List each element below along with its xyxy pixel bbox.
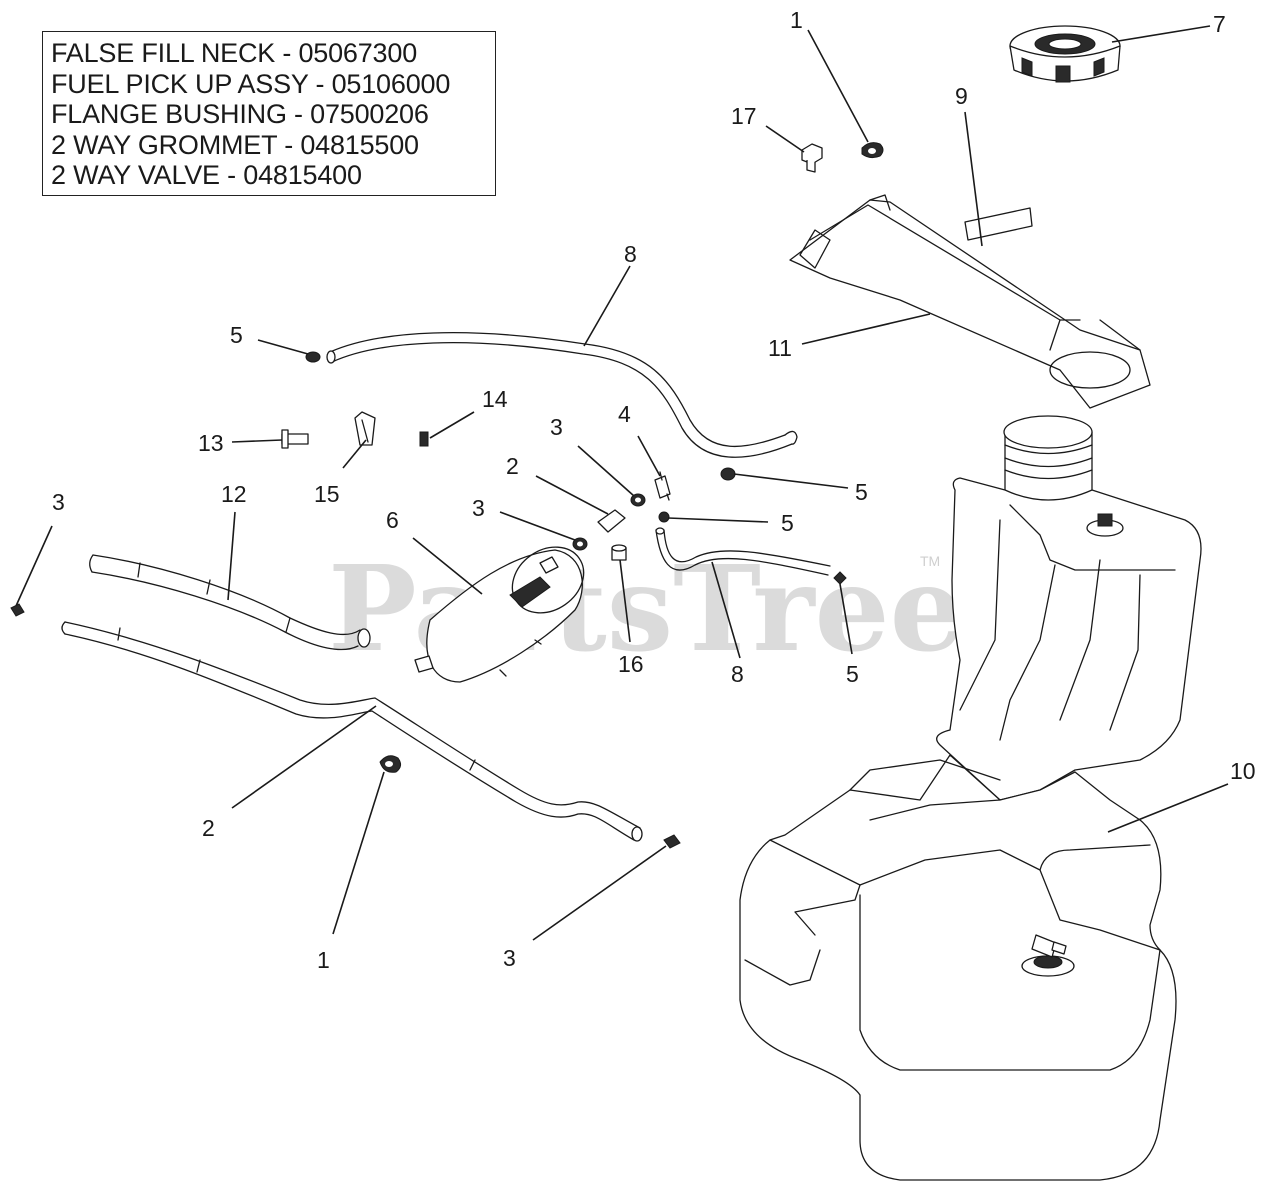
callout-3-b: 3	[472, 495, 485, 521]
fuel-line-part-2	[61, 621, 643, 842]
watermark-trademark: TM	[920, 553, 940, 569]
callout-10: 10	[1230, 758, 1256, 784]
callout-8-top: 8	[624, 241, 637, 267]
leader-2-b	[231, 705, 377, 809]
leader-16	[619, 559, 631, 643]
hose-clamp-part-a	[305, 351, 321, 363]
callout-5-a: 5	[230, 322, 243, 348]
leader-11	[801, 313, 931, 345]
callout-5-b: 5	[855, 479, 868, 505]
callout-2-a: 2	[506, 453, 519, 479]
hose-clamp-part-c	[658, 511, 670, 523]
hose-clamp-part-3bottom	[663, 834, 681, 849]
callout-2-b: 2	[202, 815, 215, 841]
callout-3-left: 3	[52, 489, 65, 515]
callout-8-mid: 8	[731, 661, 744, 687]
two-way-valve-part	[654, 471, 671, 501]
hose-clamp-part-3b	[572, 537, 588, 551]
leader-4	[637, 435, 661, 477]
callout-15: 15	[314, 481, 340, 507]
legend-line-2-way-grommet: 2 WAY GROMMET - 04815500	[51, 129, 419, 160]
leader-13	[231, 439, 283, 443]
leader-6	[412, 537, 483, 595]
fuel-tank-part	[739, 415, 1202, 1181]
fuel-line-part-12	[89, 554, 371, 651]
leader-5-d	[839, 583, 853, 655]
callout-3-a: 3	[550, 414, 563, 440]
callout-14: 14	[482, 386, 508, 412]
callout-16: 16	[618, 651, 644, 677]
callout-3-bottom: 3	[503, 945, 516, 971]
leader-7	[1111, 25, 1211, 43]
callout-12: 12	[221, 481, 247, 507]
legend-line-false-fill-neck: FALSE FILL NECK - 05067300	[51, 38, 418, 68]
leader-3-left	[15, 525, 53, 607]
part-number-legend: FALSE FILL NECK - 05067300 FUEL PICK UP …	[42, 31, 496, 196]
leader-5-b	[733, 473, 849, 489]
hose-clamp-part-b	[720, 467, 736, 481]
pin-part	[281, 429, 309, 449]
tank-bracket-part	[789, 194, 1151, 409]
leader-3-b	[499, 511, 576, 541]
hose-clamp-part-3a	[630, 493, 646, 507]
leader-lines	[15, 25, 1229, 941]
pad-part	[964, 207, 1033, 241]
legend-line-fuel-pick-up-assy: FUEL PICK UP ASSY - 05106000	[51, 68, 451, 99]
fuel-hose-part-mid	[655, 527, 831, 576]
callout-4: 4	[618, 401, 631, 427]
callout-6: 6	[386, 507, 399, 533]
nut-part	[419, 431, 429, 447]
callout-13: 13	[198, 430, 224, 456]
hose-clip-part-bottom	[379, 755, 402, 773]
hose-clip-part-top	[861, 142, 884, 159]
callout-1-top: 1	[790, 7, 803, 33]
legend-line-flange-bushing: FLANGE BUSHING - 07500206	[51, 99, 429, 129]
leader-1-top	[807, 29, 869, 143]
legend-line-2-way-valve: 2 WAY VALVE - 04815400	[51, 160, 362, 190]
callout-11: 11	[768, 335, 792, 361]
hose-clamp-part-3left	[10, 603, 25, 617]
hose-holder-part	[354, 411, 376, 446]
leader-8-mid	[711, 561, 741, 659]
callout-17: 17	[731, 103, 757, 129]
leader-5-c	[667, 517, 769, 523]
leader-14	[429, 411, 475, 439]
bolt-part	[801, 143, 823, 173]
leader-3-bottom	[532, 845, 667, 941]
leader-5-a	[257, 339, 309, 355]
callout-7: 7	[1213, 11, 1226, 37]
leader-17	[765, 125, 805, 153]
callout-1-bottom: 1	[317, 947, 330, 973]
callout-labels: 1 7 17 9 8 5 11 14 13 15 3 4 2 5 3 12 3 …	[52, 7, 1256, 973]
leader-9	[964, 111, 983, 247]
leader-12	[227, 511, 236, 601]
callout-9: 9	[955, 83, 968, 109]
canister-part	[414, 546, 585, 683]
leader-15	[342, 439, 367, 469]
fitting-part	[611, 544, 627, 561]
callout-5-c: 5	[781, 510, 794, 536]
fuel-hose-part-top	[326, 332, 798, 458]
leader-10	[1107, 783, 1229, 833]
callout-5-d: 5	[846, 661, 859, 687]
fuel-cap-part	[1009, 25, 1121, 83]
hose-clamp-part-d	[833, 571, 847, 585]
short-hose-part	[597, 509, 626, 533]
leader-2-a	[535, 475, 609, 515]
leader-3-a	[577, 445, 635, 497]
leader-1-bottom	[332, 771, 385, 935]
leader-8-top	[583, 265, 631, 347]
